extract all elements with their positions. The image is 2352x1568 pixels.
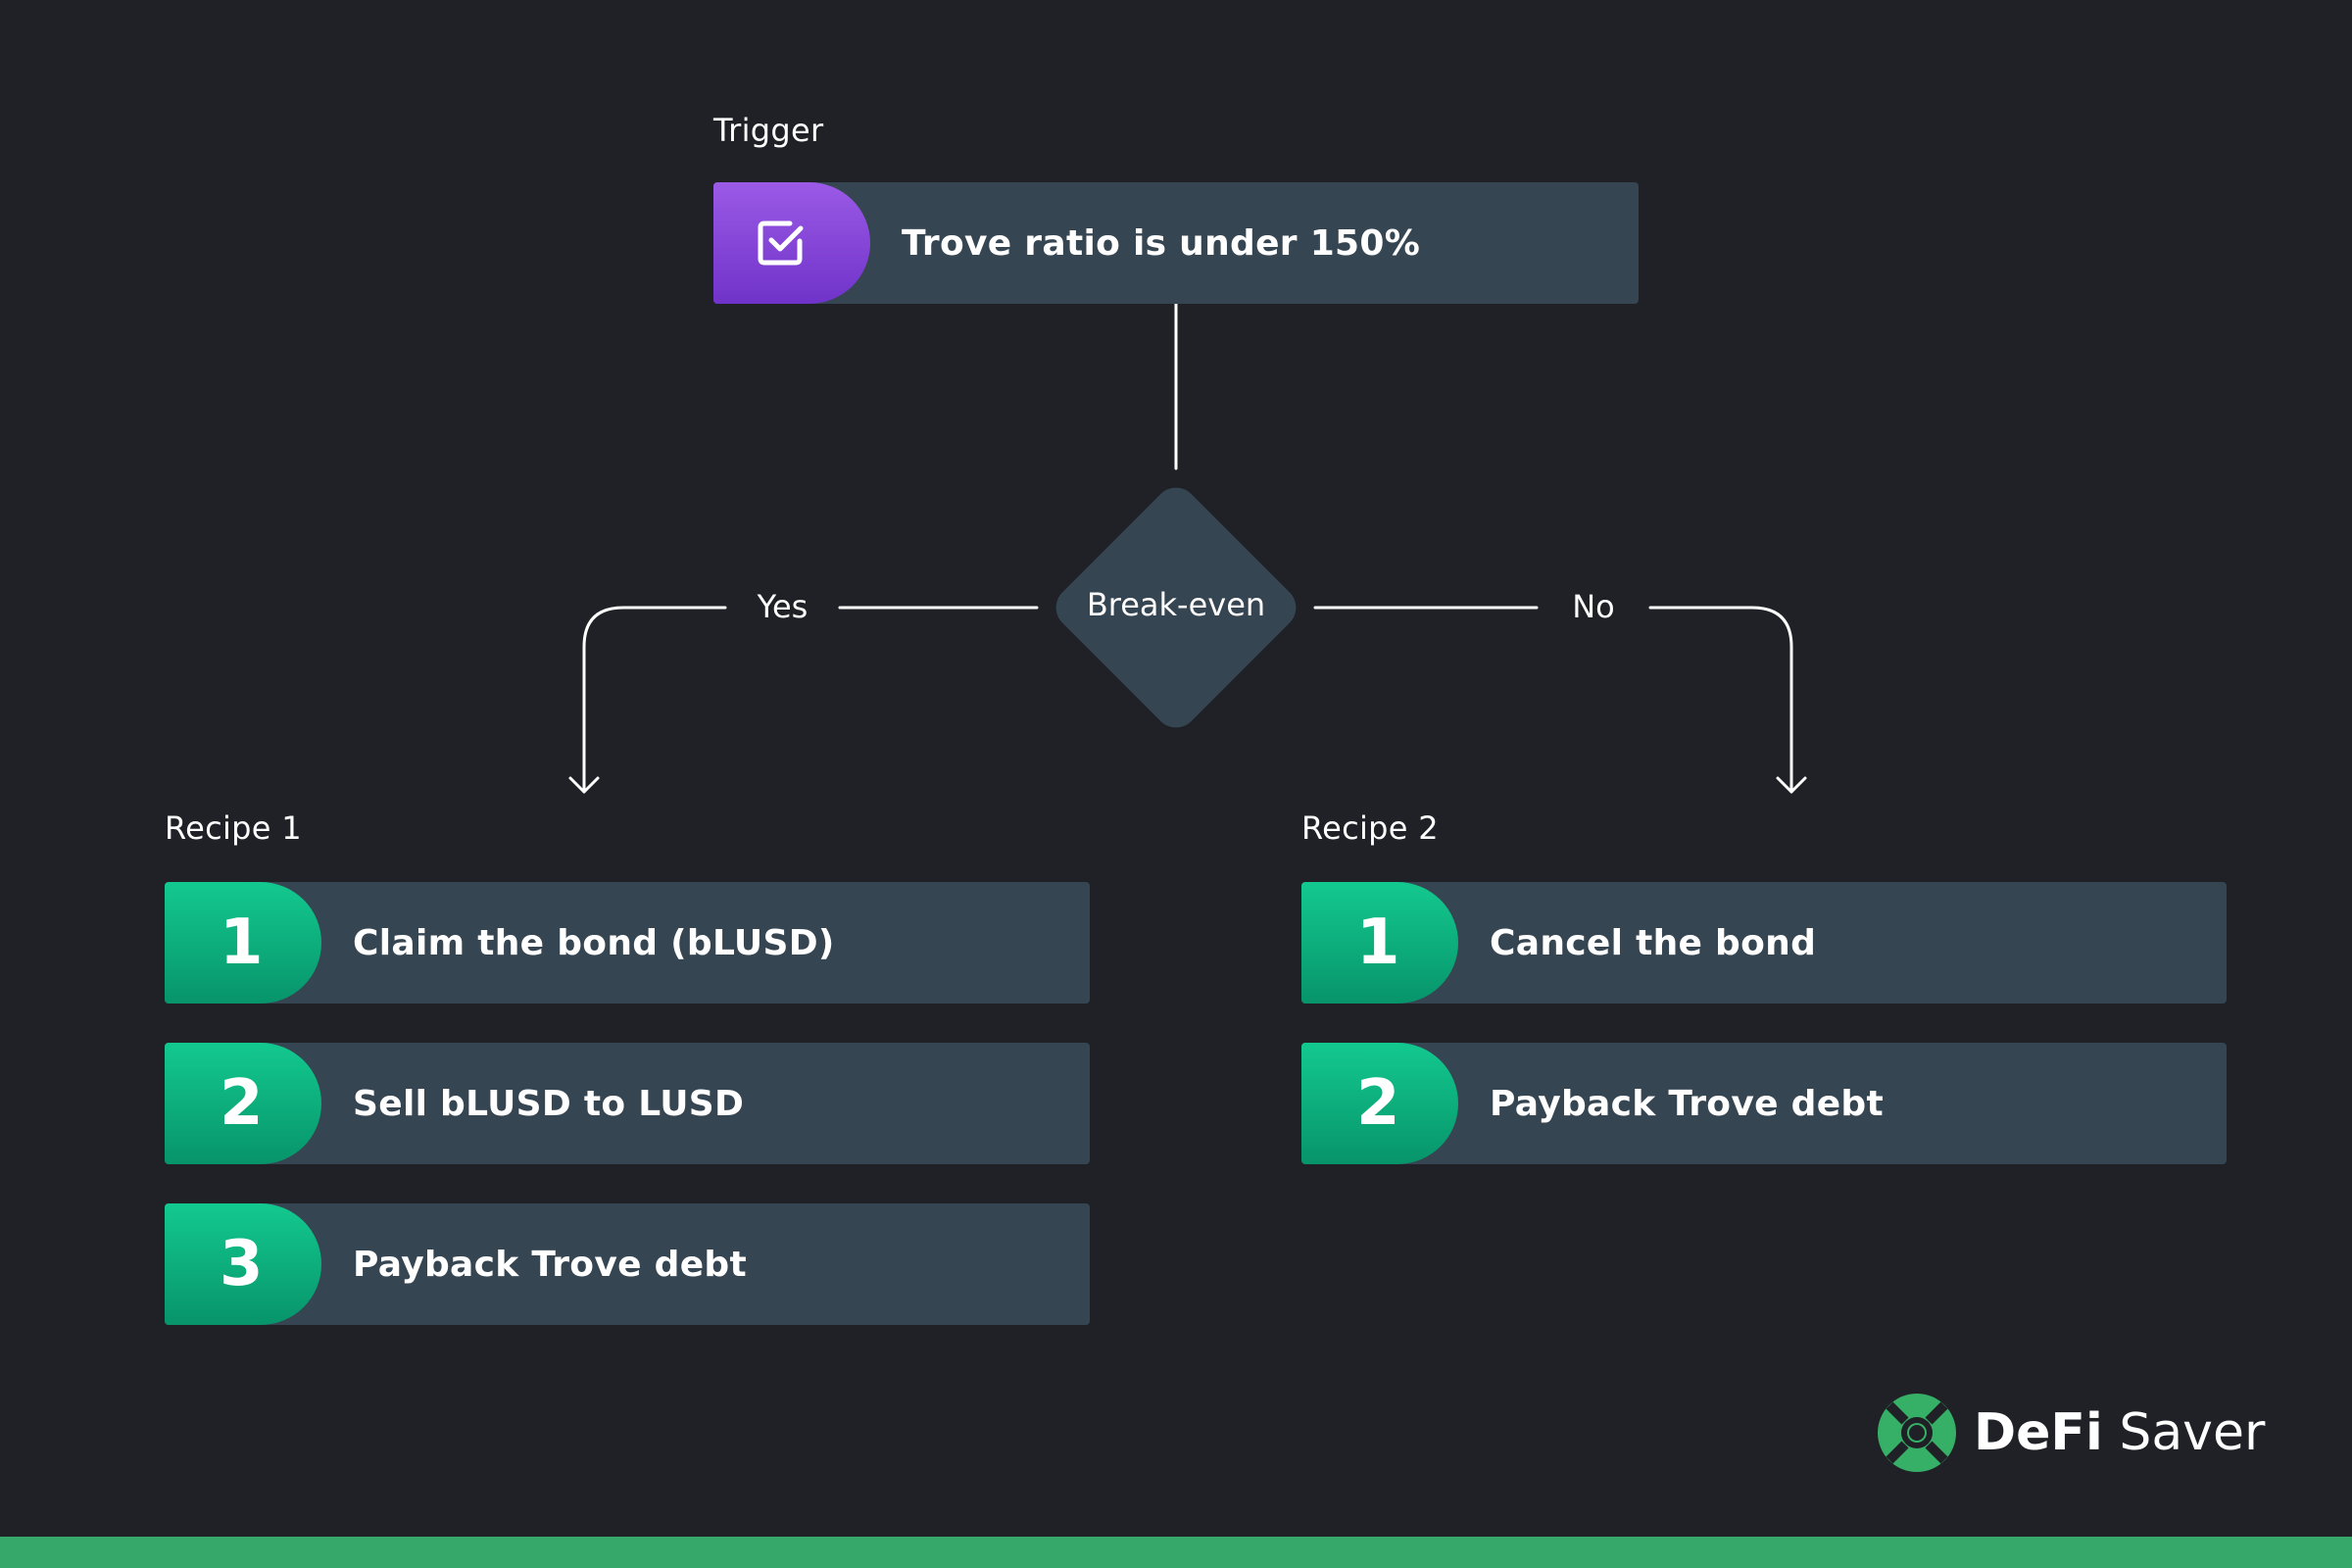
- step-badge: 2: [165, 1043, 321, 1164]
- decision-diamond: [1055, 487, 1297, 728]
- recipe2-step: 1 Cancel the bond: [1301, 882, 2227, 1004]
- step-text: Claim the bond (bLUSD): [353, 922, 835, 963]
- brand-name-light: Saver: [2119, 1403, 2266, 1462]
- decision-label: Break-even: [1086, 586, 1266, 623]
- yes-label: Yes: [757, 588, 808, 625]
- yes-connector-left: [582, 606, 727, 794]
- recipe2-step: 2 Payback Trove debt: [1301, 1043, 2227, 1164]
- recipe1-label: Recipe 1: [165, 809, 302, 847]
- no-arrowhead: [1776, 776, 1807, 794]
- yes-arrowhead: [568, 776, 600, 794]
- step-number: 2: [1356, 1067, 1400, 1140]
- brand-name-bold: DeFi: [1974, 1403, 2103, 1462]
- no-connector-right: [1648, 606, 1793, 794]
- recipe1-step: 3 Payback Trove debt: [165, 1203, 1090, 1325]
- step-number: 1: [220, 906, 264, 979]
- trigger-badge: [713, 182, 870, 304]
- step-text: Payback Trove debt: [1490, 1083, 1885, 1124]
- recipe2-label: Recipe 2: [1301, 809, 1439, 847]
- step-text: Cancel the bond: [1490, 922, 1817, 963]
- trigger-label: Trigger: [713, 112, 824, 149]
- step-text: Payback Trove debt: [353, 1244, 748, 1285]
- brand-logo: DeFi Saver: [1876, 1392, 2265, 1474]
- trigger-condition: Trove ratio is under 150%: [902, 222, 1421, 264]
- step-badge: 3: [165, 1203, 321, 1325]
- recipe1-step: 2 Sell bLUSD to LUSD: [165, 1043, 1090, 1164]
- step-badge: 1: [1301, 882, 1458, 1004]
- trigger-card: Trove ratio is under 150%: [713, 182, 1639, 304]
- recipe1-step: 1 Claim the bond (bLUSD): [165, 882, 1090, 1004]
- brand-name: DeFi Saver: [1974, 1403, 2265, 1462]
- defi-saver-logo-icon: [1876, 1392, 1958, 1474]
- step-badge: 2: [1301, 1043, 1458, 1164]
- step-number: 1: [1356, 906, 1400, 979]
- step-text: Sell bLUSD to LUSD: [353, 1083, 745, 1124]
- checkbox-icon: [755, 214, 809, 272]
- footer-bar: [0, 1537, 2352, 1568]
- step-number: 3: [220, 1228, 264, 1300]
- step-badge: 1: [165, 882, 321, 1004]
- step-number: 2: [220, 1067, 264, 1140]
- no-label: No: [1572, 588, 1615, 625]
